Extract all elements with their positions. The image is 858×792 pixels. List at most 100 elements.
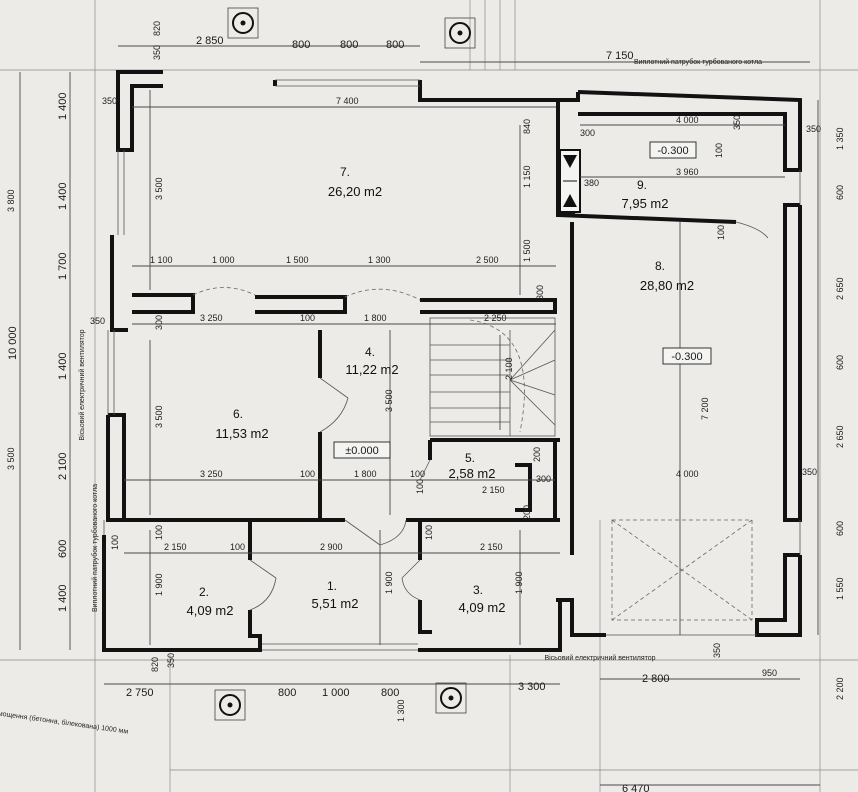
dim-label: 2 650: [835, 425, 845, 448]
dim-label: 350: [166, 653, 176, 668]
dim-label: 800: [292, 39, 310, 51]
dim-label: 3 500: [6, 447, 16, 470]
dim-label: 2 750: [126, 687, 154, 699]
room-7-number: 7.: [340, 165, 350, 179]
dim-label: 1 100: [150, 255, 173, 265]
dim-label: 1 150: [522, 165, 532, 188]
dim-label: 2 250: [484, 313, 507, 323]
dim-label: 1 700: [57, 252, 69, 280]
dim-label: 100: [714, 143, 724, 158]
dim-label: 820: [152, 21, 162, 36]
dim-label: 820: [150, 657, 160, 672]
dim-label: 7 400: [336, 96, 359, 106]
dim-label: 100: [154, 525, 164, 540]
dim-label: 1 800: [354, 469, 377, 479]
room-3-area: 4,09 m2: [459, 600, 506, 615]
dim-label: 1 900: [154, 573, 164, 596]
dim-label: 300: [536, 474, 551, 484]
chimney-top-left-icon: [227, 7, 259, 39]
room-8-area: 28,80 m2: [640, 278, 694, 293]
exterior-walls: [102, 70, 802, 652]
dim-label: 1 800: [364, 313, 387, 323]
garage-level-mark: -0.300: [671, 351, 702, 363]
room-8-number: 8.: [655, 259, 665, 273]
dim-label: 380: [584, 178, 599, 188]
room-9-area: 7,95 m2: [622, 196, 669, 211]
dim-label: 350: [152, 45, 162, 60]
dim-label: 100: [716, 225, 726, 240]
dim-label: 1 550: [835, 577, 845, 600]
dim-label: 350: [90, 316, 105, 326]
boiler-level-mark: -0.300: [657, 145, 688, 157]
dim-label: 3 250: [200, 313, 223, 323]
dim-label: 3 250: [200, 469, 223, 479]
dim-label: 3 800: [6, 189, 16, 212]
dim-label: 100: [300, 313, 315, 323]
dim-label: 1 400: [57, 182, 69, 210]
dim-label: 2 850: [196, 35, 224, 47]
dim-label: 600: [835, 355, 845, 370]
dim-label: 2 150: [480, 542, 503, 552]
room-1-number: 1.: [327, 579, 337, 593]
dim-label: 2 800: [642, 673, 670, 685]
dim-label: 2 200: [835, 677, 845, 700]
dim-label: 100: [410, 469, 425, 479]
dim-label: 1 350: [835, 127, 845, 150]
note-pavement: бетонна вимощення (бетонна, білекована) …: [0, 704, 129, 735]
note-fan-bottom: Вісьовий електричний вентилятор: [544, 654, 655, 662]
dim-label: 1 400: [57, 92, 69, 120]
dim-label: 800: [278, 687, 296, 699]
dim-label: 800: [386, 39, 404, 51]
dim-label: 3 500: [154, 177, 164, 200]
dim-label: 3 500: [154, 405, 164, 428]
dim-label: 3 300: [518, 681, 546, 693]
dim-label: 1 900: [514, 571, 524, 594]
dim-label: 6 470: [622, 783, 650, 792]
windows: [103, 79, 801, 651]
dimension-lines: [19, 45, 820, 786]
note-boiler-left: Виплотний патрубок турбованого котла: [91, 484, 99, 612]
dim-label: 950: [762, 668, 777, 678]
door-swings: [192, 221, 769, 611]
dim-label: 7 200: [700, 397, 710, 420]
dim-label: 1 900: [384, 571, 394, 594]
dim-label: 4 000: [676, 115, 699, 125]
dim-label: 100: [110, 535, 120, 550]
room-4-area: 11,22 m2: [345, 362, 398, 377]
dim-label: 1 300: [396, 699, 406, 722]
dim-label: 200: [522, 505, 532, 520]
note-boiler-outlet: Виплотний патрубок турбованого котла: [634, 58, 762, 66]
dim-label: 100: [415, 479, 425, 494]
room-5-area: 2,58 m2: [449, 466, 496, 481]
dim-label: 1 400: [57, 584, 69, 612]
staircase: [429, 317, 556, 437]
chimney-top-right-icon: [444, 17, 476, 49]
dim-label: 1 500: [286, 255, 309, 265]
room-2-number: 2.: [199, 585, 209, 599]
dim-label: 100: [424, 525, 434, 540]
dim-label: 2 100: [504, 357, 514, 380]
dim-label: 3 960: [676, 167, 699, 177]
dim-label: 600: [835, 185, 845, 200]
chimney-bottom-left-icon: [214, 689, 246, 721]
room-6-number: 6.: [233, 407, 243, 421]
room-4-number: 4.: [365, 345, 375, 359]
room-5-number: 5.: [465, 451, 475, 465]
dim-label: 350: [712, 643, 722, 658]
dim-label: 350: [732, 115, 742, 130]
dim-label: 300: [535, 285, 545, 300]
dim-label: 800: [340, 39, 358, 51]
dim-label: 10 000: [7, 326, 19, 360]
vent-duct-icon: [559, 149, 581, 213]
room-3-number: 3.: [473, 583, 483, 597]
garage-car-outline: [611, 519, 753, 621]
dim-label: 2 500: [476, 255, 499, 265]
dim-label: 200: [532, 447, 542, 462]
dim-label: 3 500: [384, 389, 394, 412]
room-1-area: 5,51 m2: [312, 596, 359, 611]
dim-label: 800: [381, 687, 399, 699]
dim-label: 2 150: [482, 485, 505, 495]
dim-label: 300: [580, 128, 595, 138]
